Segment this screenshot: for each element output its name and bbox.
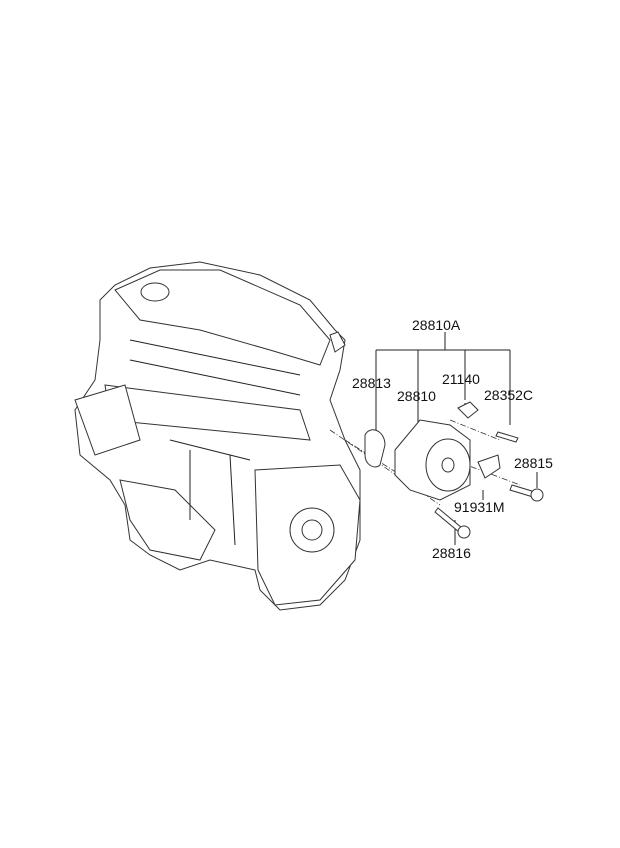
callout-28810[interactable]: 28810 [397, 388, 436, 404]
callout-28813[interactable]: 28813 [352, 375, 391, 391]
gasket-28813 [364, 429, 386, 468]
callout-28352C[interactable]: 28352C [484, 387, 534, 403]
callout-28810A[interactable]: 28810A [412, 317, 461, 333]
callout-28815[interactable]: 28815 [514, 455, 553, 471]
engine-block-illustration [74, 261, 361, 611]
bracket-91931M [477, 454, 501, 479]
pin-28352C [495, 431, 519, 443]
callout-28816[interactable]: 28816 [432, 545, 471, 561]
pump-assembly-illustration [329, 401, 544, 539]
leader-lines [375, 332, 538, 545]
callout-91931M[interactable]: 91931M [454, 499, 505, 515]
fitting-21140 [457, 401, 479, 419]
callout-21140[interactable]: 21140 [442, 371, 480, 387]
